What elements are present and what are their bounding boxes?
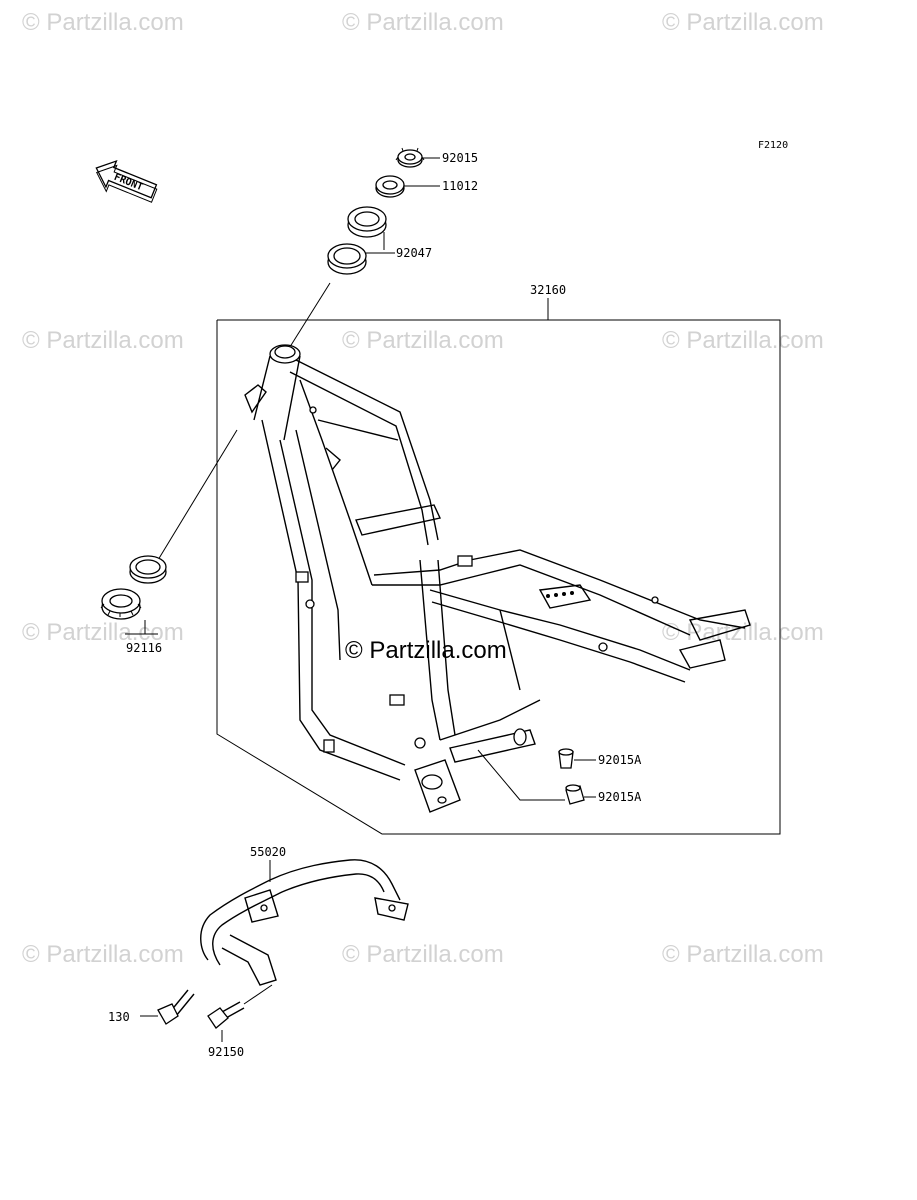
race-lower-icon: [129, 555, 167, 584]
label-55020: 55020: [250, 845, 286, 859]
nut-92015-icon: [395, 147, 425, 168]
watermark: © Partzilla.com: [662, 327, 824, 354]
bearing-lower-icon: [100, 588, 142, 620]
label-92116: 92116: [126, 641, 162, 655]
bolt-130-icon: [157, 989, 195, 1025]
label-92015a-1: 92015A: [598, 753, 642, 767]
front-arrow-icon: FRONT: [95, 159, 158, 203]
bearing-upper-icon: [347, 206, 387, 238]
frame-drawing: [244, 344, 751, 813]
guard-55020-icon: [200, 859, 409, 986]
watermark: © Partzilla.com: [342, 9, 504, 36]
watermark: © Partzilla.com: [22, 619, 184, 646]
diagram-code: F2120: [758, 140, 788, 151]
watermark: © Partzilla.com: [342, 941, 504, 968]
watermark: © Partzilla.com: [662, 9, 824, 36]
label-92150: 92150: [208, 1045, 244, 1059]
label-92015a-2: 92015A: [598, 790, 642, 804]
label-92047: 92047: [396, 246, 432, 260]
label-32160: 32160: [530, 283, 566, 297]
label-130: 130: [108, 1010, 130, 1024]
watermark: © Partzilla.com: [662, 941, 824, 968]
watermark-group: © Partzilla.com © Partzilla.com © Partzi…: [22, 9, 824, 968]
watermark: © Partzilla.com: [342, 327, 504, 354]
frame-outline-box: [216, 319, 781, 835]
watermark: © Partzilla.com: [662, 619, 824, 646]
watermark: © Partzilla.com: [22, 327, 184, 354]
watermark: © Partzilla.com: [22, 9, 184, 36]
grease-fitting-92015a-2-icon: [565, 784, 585, 805]
label-11012: 11012: [442, 179, 478, 193]
race-92047-icon: [327, 243, 367, 275]
watermark: © Partzilla.com: [22, 941, 184, 968]
grease-fitting-92015a-1-icon: [558, 748, 574, 769]
label-92015: 92015: [442, 151, 478, 165]
watermark-center: © Partzilla.com: [345, 637, 507, 664]
bolt-92150-icon: [207, 1001, 245, 1029]
washer-11012-icon: [375, 175, 405, 198]
